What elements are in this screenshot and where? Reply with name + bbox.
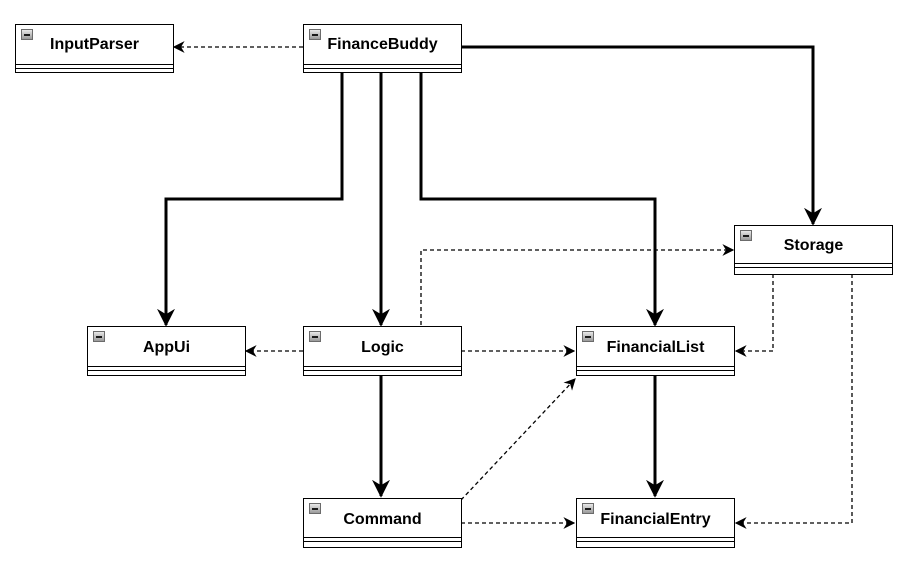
association-financebuddy-appui bbox=[157, 73, 344, 327]
attribute-divider bbox=[88, 366, 245, 367]
association-financebuddy-storage bbox=[461, 45, 822, 226]
collapse-toggle-icon[interactable] bbox=[740, 230, 752, 241]
class-storage[interactable]: Storage bbox=[734, 225, 893, 275]
collapse-toggle-icon[interactable] bbox=[21, 29, 33, 40]
attribute-divider bbox=[304, 64, 461, 65]
dependency-storage-financialentry bbox=[734, 274, 853, 529]
class-logic[interactable]: Logic bbox=[303, 326, 462, 376]
class-name: AppUi bbox=[142, 339, 191, 356]
class-inputparser[interactable]: InputParser bbox=[15, 24, 174, 73]
attribute-divider bbox=[304, 366, 461, 367]
method-divider bbox=[304, 370, 461, 371]
attribute-divider bbox=[577, 366, 734, 367]
class-name: Storage bbox=[783, 237, 844, 254]
class-command[interactable]: Command bbox=[303, 498, 462, 548]
method-divider bbox=[735, 267, 892, 268]
attribute-divider bbox=[735, 263, 892, 264]
collapse-toggle-icon[interactable] bbox=[309, 331, 321, 342]
collapse-toggle-icon[interactable] bbox=[582, 331, 594, 342]
class-financiallist[interactable]: FinancialList bbox=[576, 326, 735, 376]
method-divider bbox=[304, 541, 461, 542]
method-divider bbox=[304, 68, 461, 69]
collapse-toggle-icon[interactable] bbox=[582, 503, 594, 514]
dependency-storage-financiallist bbox=[734, 274, 774, 357]
association-financebuddy-financiallist bbox=[419, 73, 664, 327]
dependency-logic-storage bbox=[420, 244, 735, 325]
method-divider bbox=[16, 68, 173, 69]
class-appui[interactable]: AppUi bbox=[87, 326, 246, 376]
class-name: InputParser bbox=[50, 36, 139, 53]
collapse-toggle-icon[interactable] bbox=[309, 503, 321, 514]
method-divider bbox=[88, 370, 245, 371]
attribute-divider bbox=[16, 64, 173, 65]
class-name: Command bbox=[343, 511, 422, 528]
collapse-toggle-icon[interactable] bbox=[309, 29, 321, 40]
attribute-divider bbox=[577, 537, 734, 538]
method-divider bbox=[577, 541, 734, 542]
method-divider bbox=[577, 370, 734, 371]
dependency-command-financiallist bbox=[460, 378, 576, 501]
collapse-toggle-icon[interactable] bbox=[93, 331, 105, 342]
class-financebuddy[interactable]: FinanceBuddy bbox=[303, 24, 462, 73]
class-name: FinancialEntry bbox=[600, 511, 711, 528]
class-name: FinanceBuddy bbox=[327, 36, 438, 53]
attribute-divider bbox=[304, 537, 461, 538]
class-name: Logic bbox=[361, 339, 404, 356]
class-financialentry[interactable]: FinancialEntry bbox=[576, 498, 735, 548]
class-name: FinancialList bbox=[606, 339, 705, 356]
